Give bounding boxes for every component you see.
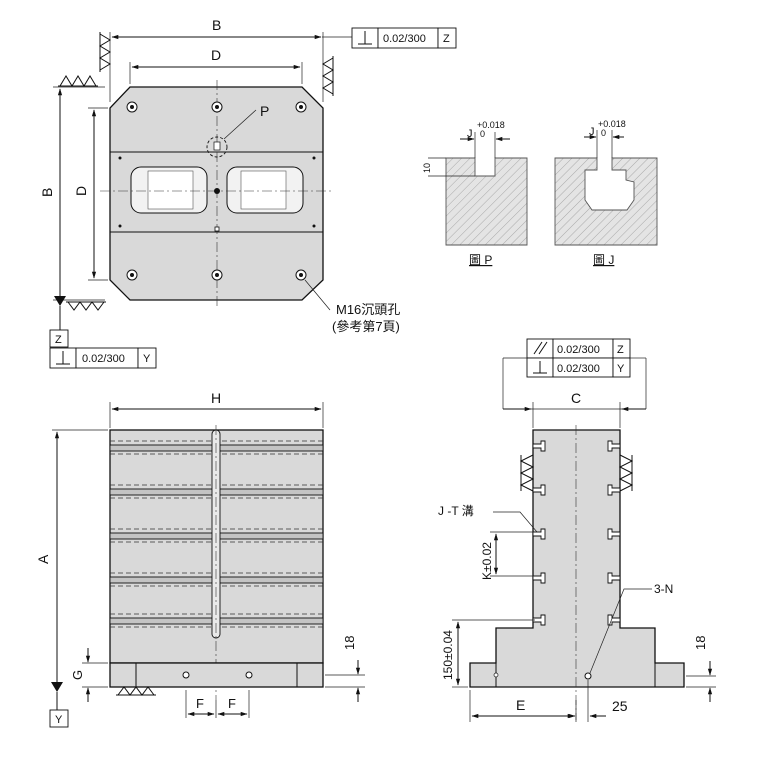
t-slot-notches [532, 440, 621, 626]
dim-h: H [211, 390, 221, 406]
dim-b-left: B [39, 188, 55, 197]
svg-text:Y: Y [143, 353, 151, 365]
dim-e: E [516, 697, 525, 713]
dim-f-right: F [228, 696, 236, 711]
dim-d-top: D [211, 47, 221, 63]
dim-18-front: 18 [342, 636, 357, 650]
side-body [469, 429, 685, 688]
gdt-frame-perp-y: 0.02/300 Y [49, 347, 157, 369]
m16-label: M16沉頭孔 [336, 302, 400, 317]
svg-text:Y: Y [617, 363, 625, 375]
svg-text:J: J [589, 126, 595, 138]
dim-b-top: B [212, 17, 221, 33]
datum-z-box: Z [49, 329, 69, 348]
dim-k: K±0.02 [480, 542, 494, 580]
svg-text:Y: Y [55, 714, 63, 726]
jt-slot-label: J -T 溝 [438, 504, 474, 518]
dim-f-left: F [196, 696, 204, 711]
svg-text:Z: Z [55, 334, 62, 346]
top-view: P B D B D [39, 17, 457, 369]
front-view: H A Y G F F 18 [35, 390, 365, 728]
p-hole-marker [206, 136, 228, 158]
dim-150: 150±0.04 [441, 630, 455, 680]
gdt-frame-perp-y-side: 0.02/300 Y [526, 357, 631, 378]
dim-g: G [70, 670, 85, 680]
dim-a: A [35, 554, 51, 564]
dim-18-side: 18 [693, 636, 708, 650]
label-p: P [260, 103, 269, 119]
dim-c: C [571, 390, 581, 406]
svg-text:J: J [467, 128, 473, 140]
detail-j: J +0.018 0 圖 J [554, 119, 658, 267]
svg-text:10: 10 [422, 163, 432, 173]
dim-d-left: D [73, 186, 89, 196]
detail-p: J +0.018 0 10 圖 P [422, 120, 528, 267]
holes-label: 3-N [654, 582, 673, 596]
svg-text:0: 0 [480, 129, 485, 139]
svg-text:+0.018: +0.018 [598, 119, 626, 129]
mount-holes [118, 101, 316, 281]
svg-text:0.02/300: 0.02/300 [82, 353, 125, 365]
datum-y-box [49, 709, 69, 728]
dim-25: 25 [612, 698, 628, 714]
fig-p-caption: 圖 P [469, 253, 492, 267]
gdt-frame-perp-z: 0.02/300 Z [322, 27, 457, 49]
datum-support-symbols-top [54, 32, 334, 330]
svg-text:0.02/300: 0.02/300 [557, 363, 600, 375]
svg-text:0.02/300: 0.02/300 [557, 344, 600, 356]
side-view: 0.02/300 Z 0.02/300 Y C J -T 溝 [438, 338, 716, 722]
svg-text:Z: Z [617, 344, 624, 356]
svg-text:+0.018: +0.018 [477, 120, 505, 130]
m16-note: (參考第7頁) [332, 319, 400, 334]
svg-text:0: 0 [601, 128, 606, 138]
svg-text:0.02/300: 0.02/300 [383, 33, 426, 45]
svg-text:Z: Z [443, 33, 450, 45]
fig-j-caption: 圖 J [593, 253, 614, 267]
gdt-frame-parallel-z: 0.02/300 Z [526, 338, 631, 359]
